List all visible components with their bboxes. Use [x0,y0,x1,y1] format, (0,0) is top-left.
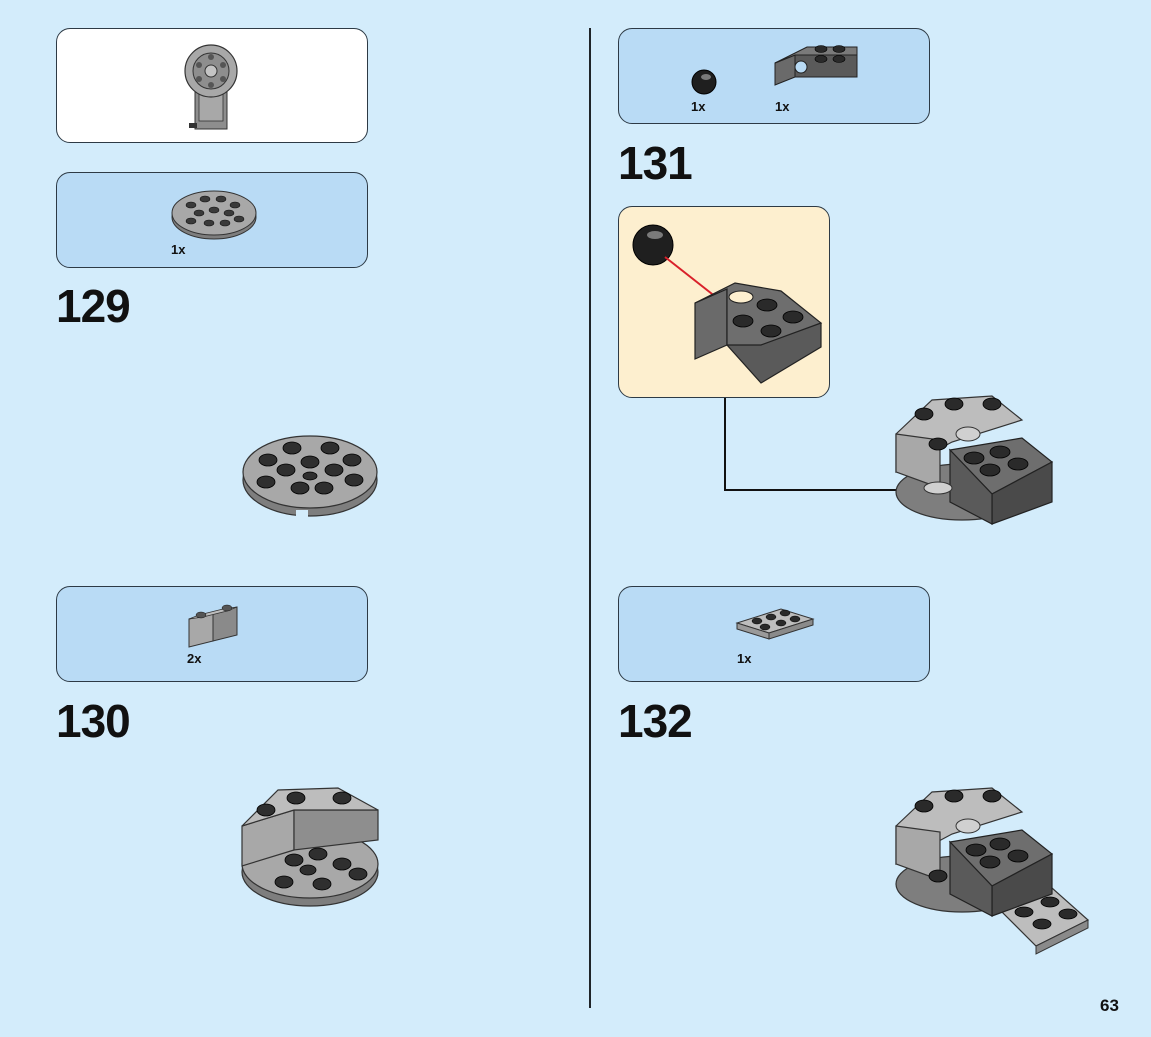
parts-box-132: 1x [618,586,930,682]
page-number: 63 [1100,996,1119,1015]
column-divider [589,28,591,1008]
ball-socket-brick-icon [774,45,858,86]
part-quantity: 1x [775,99,790,114]
step-number-132: 132 [618,695,693,747]
corner-brick-icon [188,604,238,648]
ball-into-socket-icon [632,224,823,384]
part-quantity: 1x [171,242,186,257]
step-number-130: 130 [56,695,131,747]
reference-panel [56,28,368,143]
sub-assembly-box-131 [618,206,830,398]
gear-assembly-icon [184,44,238,130]
round-plate-with-corners-icon [241,787,379,907]
part-quantity: 1x [691,99,706,114]
ball-joint-icon [691,69,717,95]
round-plate-icon [171,190,257,240]
parts-box-131: 1x 1x [618,28,930,124]
step-number-131: 131 [618,137,693,189]
base-with-extension-plate-icon [895,787,1090,955]
parts-box-129: 1x [56,172,368,268]
step-number-129: 129 [56,280,131,332]
part-quantity: 1x [737,651,752,666]
round-plate-build-icon [242,435,378,518]
base-with-socket-brick-icon [895,395,1054,525]
parts-box-130: 2x [56,586,368,682]
plate-2x3-icon [735,608,815,640]
part-quantity: 2x [187,651,202,666]
